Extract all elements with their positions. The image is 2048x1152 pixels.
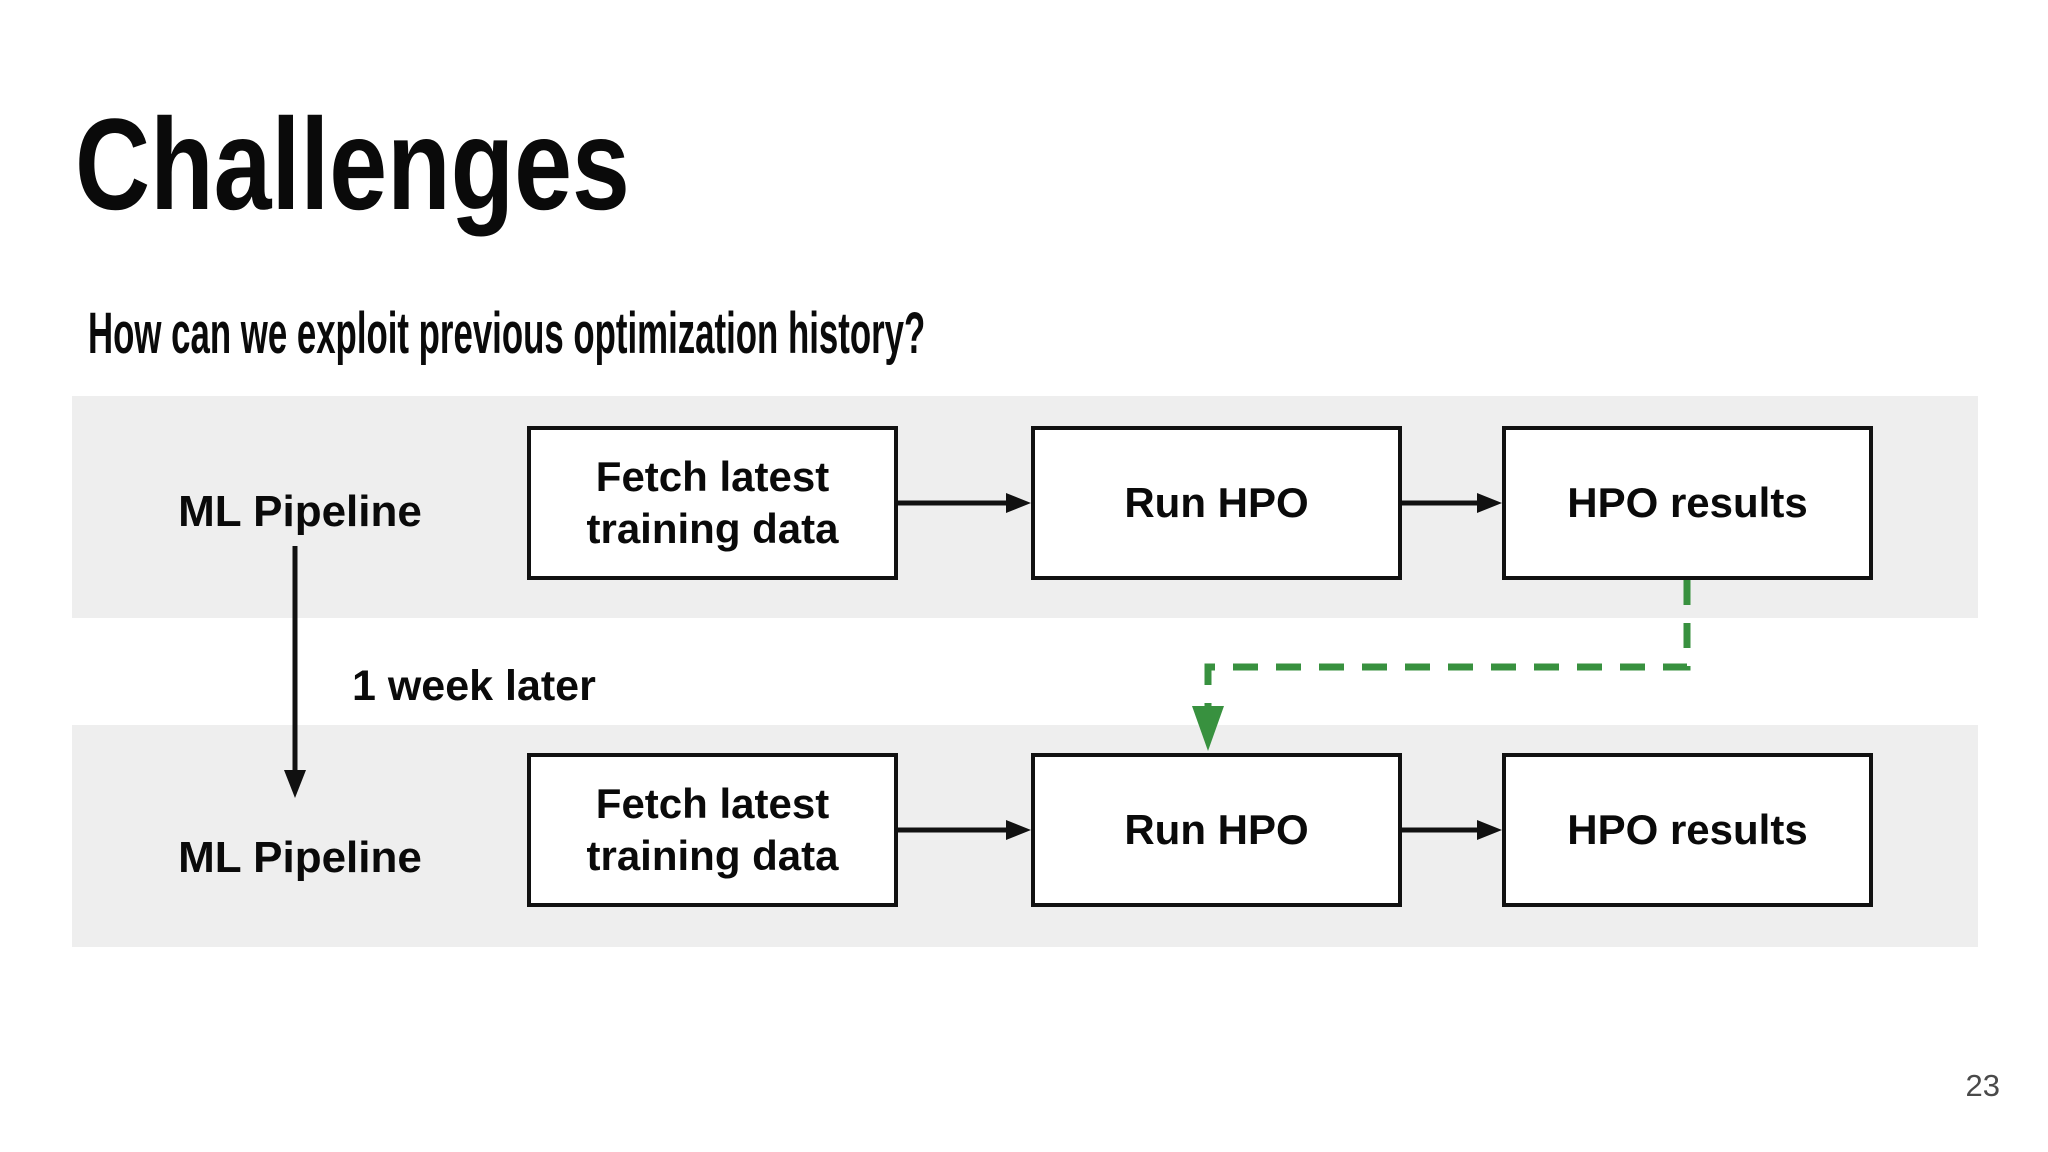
time-gap-label: 1 week later (352, 662, 596, 710)
node-fetch-data-row2: Fetch latest training data (527, 753, 898, 907)
pipeline-label-row2: ML Pipeline (178, 833, 422, 882)
node-fetch-data-row1: Fetch latest training data (527, 426, 898, 580)
node-hpo-results-row1: HPO results (1502, 426, 1873, 580)
node-run-hpo-row1: Run HPO (1031, 426, 1402, 580)
node-hpo-results-row2: HPO results (1502, 753, 1873, 907)
slide-subtitle: How can we exploit previous optimization… (88, 301, 926, 366)
page-number: 23 (1965, 1068, 2000, 1103)
pipeline-label-row1: ML Pipeline (178, 487, 422, 536)
node-run-hpo-row2: Run HPO (1031, 753, 1402, 907)
slide-title: Challenges (75, 91, 630, 237)
